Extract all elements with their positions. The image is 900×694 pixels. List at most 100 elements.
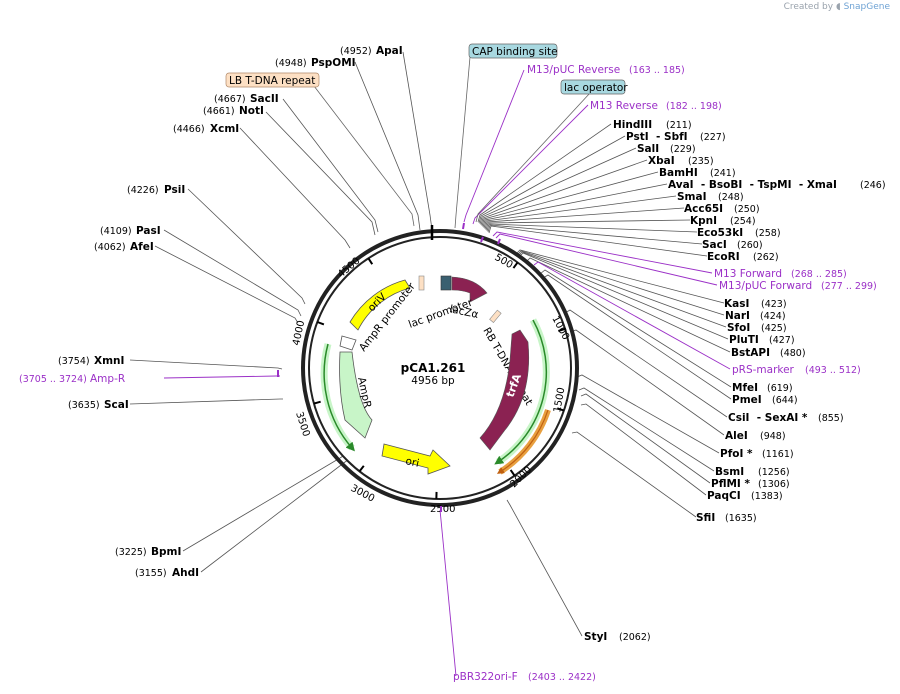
cap-binding-site-label: CAP binding site [472,46,558,58]
pmei-name[interactable]: PmeI [732,394,762,406]
pflmi-name[interactable]: PflMI * [711,478,750,490]
eco53ki-name[interactable]: Eco53kI [697,227,743,239]
psii-name[interactable]: PsiI [164,184,185,196]
psti-sbfi-name[interactable]: PstI - SbfI [626,131,688,143]
scai-name[interactable]: ScaI [104,399,129,411]
bstapi-name[interactable]: BstAPI [731,347,770,359]
acc65i-pos: (250) [734,204,760,215]
snapgene-credit: Created by ◖ SnapGene [784,2,890,12]
bsmi-name[interactable]: BsmI [715,466,744,478]
mfei-name[interactable]: MfeI [732,382,758,394]
lac-operator-box[interactable]: lac operator [560,79,628,95]
amp-r-pos: (3705 .. 3724) [19,374,87,385]
pluti-pos: (427) [769,335,795,346]
m13-puc-reverse-name[interactable]: M13/pUC Reverse [527,64,620,76]
psii-pos: (4226) [127,185,159,196]
lacZa-arrow[interactable] [451,276,488,303]
lacZa-mark [440,275,452,291]
saci-name[interactable]: SacI [702,239,727,251]
kpni-pos: (254) [730,216,756,227]
tick-mark [358,465,365,472]
noti-name[interactable]: NotI [239,105,264,117]
xcmi-pos: (4466) [173,124,205,135]
m13-reverse-pos: (182 .. 198) [666,101,722,112]
sacii-name[interactable]: SacII [250,93,279,105]
ahdi-pos: (3155) [135,568,167,579]
hindiii-pos: (211) [666,120,692,131]
prs-marker-name[interactable]: pRS-marker [732,364,795,376]
pmei-pos: (644) [772,395,798,406]
nari-name[interactable]: NarI [725,310,750,322]
m13-forward-name[interactable]: M13 Forward [714,268,782,280]
pfoi-name[interactable]: PfoI * [720,448,753,460]
alei-pos: (948) [760,431,786,442]
apai-name[interactable]: ApaI [376,45,403,57]
pbr322ori-f-name[interactable]: pBR322ori-F [453,671,518,683]
hindiii-name[interactable]: HindIII [613,119,652,131]
scai-pos: (3635) [68,400,100,411]
xbai-pos: (235) [688,156,714,167]
xmni-name[interactable]: XmnI [94,355,124,367]
ecori-name[interactable]: EcoRI [707,251,740,263]
tick-label-500: 500 [493,252,515,271]
rb-tdna-mark [489,309,502,323]
paqci-name[interactable]: PaqCI [707,490,741,502]
ori-feature[interactable] [381,443,451,475]
tick-mark [558,327,566,332]
eco53ki-pos: (258) [755,228,781,239]
saci-pos: (260) [737,240,763,251]
alei-name[interactable]: AleI [725,430,748,442]
pbr322ori-f-pos: (2403 .. 2422) [528,672,596,683]
ampR-feature[interactable] [339,351,373,439]
sfoi-name[interactable]: SfoI [727,322,750,334]
acc65i-name[interactable]: Acc65I [684,203,723,215]
paqci-pos: (1383) [751,491,783,502]
tick-mark [509,469,516,477]
tick-marks [313,257,566,499]
credit-prefix: Created by [783,2,834,12]
credit-brand: SnapGene [843,2,890,12]
lb-tdna-repeat-box[interactable]: LB T-DNA repeat [225,72,320,88]
bamhi-name[interactable]: BamHI [659,167,698,179]
backbone-outer [301,229,579,507]
amp-r-name[interactable]: Amp-R [90,373,125,385]
xcmi-name[interactable]: XcmI [210,123,239,135]
apai-pos: (4952) [340,46,372,57]
bsmi-pos: (1256) [758,467,790,478]
lb-tdna-repeat-label: LB T-DNA repeat [229,75,315,87]
noti-pos: (4661) [203,106,235,117]
sfii-name[interactable]: SfiI [696,512,715,524]
pasi-pos: (4109) [100,226,132,237]
bstapi-pos: (480) [780,348,806,359]
cap-binding-site-box[interactable]: CAP binding site [468,43,558,59]
bpmi-name[interactable]: BpmI [151,546,181,558]
ahdi-name[interactable]: AhdI [172,567,199,579]
lac-operator-label: lac operator [564,82,628,94]
pluti-name[interactable]: PluTI [729,334,759,346]
styi-name[interactable]: StyI [584,631,607,643]
m13-puc-forward-name[interactable]: M13/pUC Forward [719,280,812,292]
enzyme-labels-left: (4952) ApaI (4948) PspOMI (4667) SacII (… [58,45,403,579]
m13-reverse-name[interactable]: M13 Reverse [590,100,658,112]
xbai-name[interactable]: XbaI [648,155,675,167]
tick-label-3500: 3500 [293,411,311,439]
afei-name[interactable]: AfeI [130,241,154,253]
tick-mark [316,321,325,326]
oriV-feature[interactable] [349,279,411,331]
smai-name[interactable]: SmaI [677,191,707,203]
csii-sexai-name[interactable]: CsiI - SexAI * [728,412,808,424]
kasi-name[interactable]: KasI [724,298,749,310]
sali-name[interactable]: SalI [637,143,659,155]
styi-pos: (2062) [619,632,651,643]
pasi-name[interactable]: PasI [136,225,161,237]
plasmid-size: 4956 bp [411,375,455,387]
trfA-feature[interactable] [479,329,529,451]
primer-marks [277,222,501,512]
kpni-name[interactable]: KpnI [690,215,717,227]
psp-omi-pos: (4948) [275,58,307,69]
avai-group-name[interactable]: AvaI - BsoBI - TspMI - XmaI [668,179,837,191]
ecori-pos: (262) [753,252,779,263]
primer-labels: M13/pUC Reverse (163 .. 185) M13 Reverse… [19,64,877,683]
psp-omi-name[interactable]: PspOMI [311,57,356,69]
tick-mark [512,261,519,269]
